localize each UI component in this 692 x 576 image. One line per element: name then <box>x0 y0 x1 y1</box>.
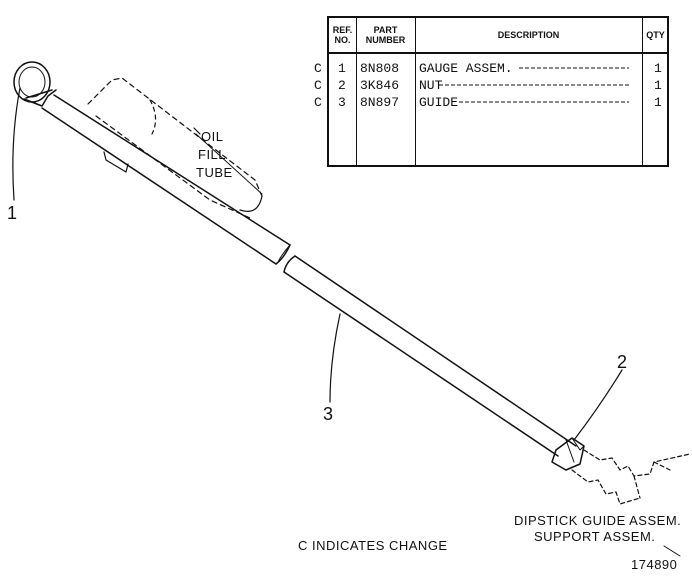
leader-3 <box>329 313 341 403</box>
oil-fill-tube <box>87 77 263 219</box>
change-flag-row-3: C <box>314 95 322 110</box>
drawing-number: 174890 <box>631 557 678 572</box>
description-leader-dashes <box>439 67 629 103</box>
parts-table: REF. NO. PART NUMBER DESCRIPTION QTY 1 8… <box>327 16 669 167</box>
row-3-ref: 3 <box>338 95 346 110</box>
oil-fill-tube-label-line1: OIL <box>201 129 224 144</box>
row-2-ref: 2 <box>338 78 346 93</box>
header-qty: QTY <box>642 18 669 54</box>
leader-oil-fill <box>193 127 201 135</box>
row-1-part: 8N808 <box>360 61 400 76</box>
row-2-description: NUT <box>419 78 443 93</box>
support-assembly <box>571 449 691 505</box>
change-flag-row-1: C <box>314 61 322 76</box>
row-1-description: GAUGE ASSEM. <box>419 61 513 76</box>
corner-tick <box>663 545 681 557</box>
oil-fill-tube-label-line2: FILL <box>198 147 227 162</box>
row-2-qty: 1 <box>654 78 662 93</box>
row-2-part: 3K846 <box>360 78 400 93</box>
dipstick-guide-label: DIPSTICK GUIDE ASSEM. <box>514 513 682 528</box>
nut <box>551 437 585 471</box>
gauge-ring <box>13 61 57 107</box>
header-ref-no: REF. NO. <box>329 18 356 54</box>
callout-1: 1 <box>7 203 18 223</box>
row-1-ref: 1 <box>338 61 346 76</box>
row-3-qty: 1 <box>654 95 662 110</box>
guide-tube-lower <box>283 255 577 457</box>
change-flag-row-2: C <box>314 78 322 93</box>
support-assem-label: SUPPORT ASSEM. <box>534 529 656 544</box>
row-3-description: GUIDE <box>419 95 459 110</box>
oil-fill-tube-label-line3: TUBE <box>196 165 233 180</box>
row-3-part: 8N897 <box>360 95 400 110</box>
leader-lines <box>12 87 623 441</box>
callout-3: 3 <box>323 404 334 424</box>
header-description: DESCRIPTION <box>415 18 642 54</box>
row-1-qty: 1 <box>654 61 662 76</box>
guide-tube-upper <box>41 94 291 265</box>
callout-2: 2 <box>617 352 628 372</box>
leader-1 <box>12 87 21 201</box>
change-legend: C INDICATES CHANGE <box>298 538 448 553</box>
leader-2 <box>573 369 623 441</box>
header-part-number: PART NUMBER <box>356 18 415 54</box>
